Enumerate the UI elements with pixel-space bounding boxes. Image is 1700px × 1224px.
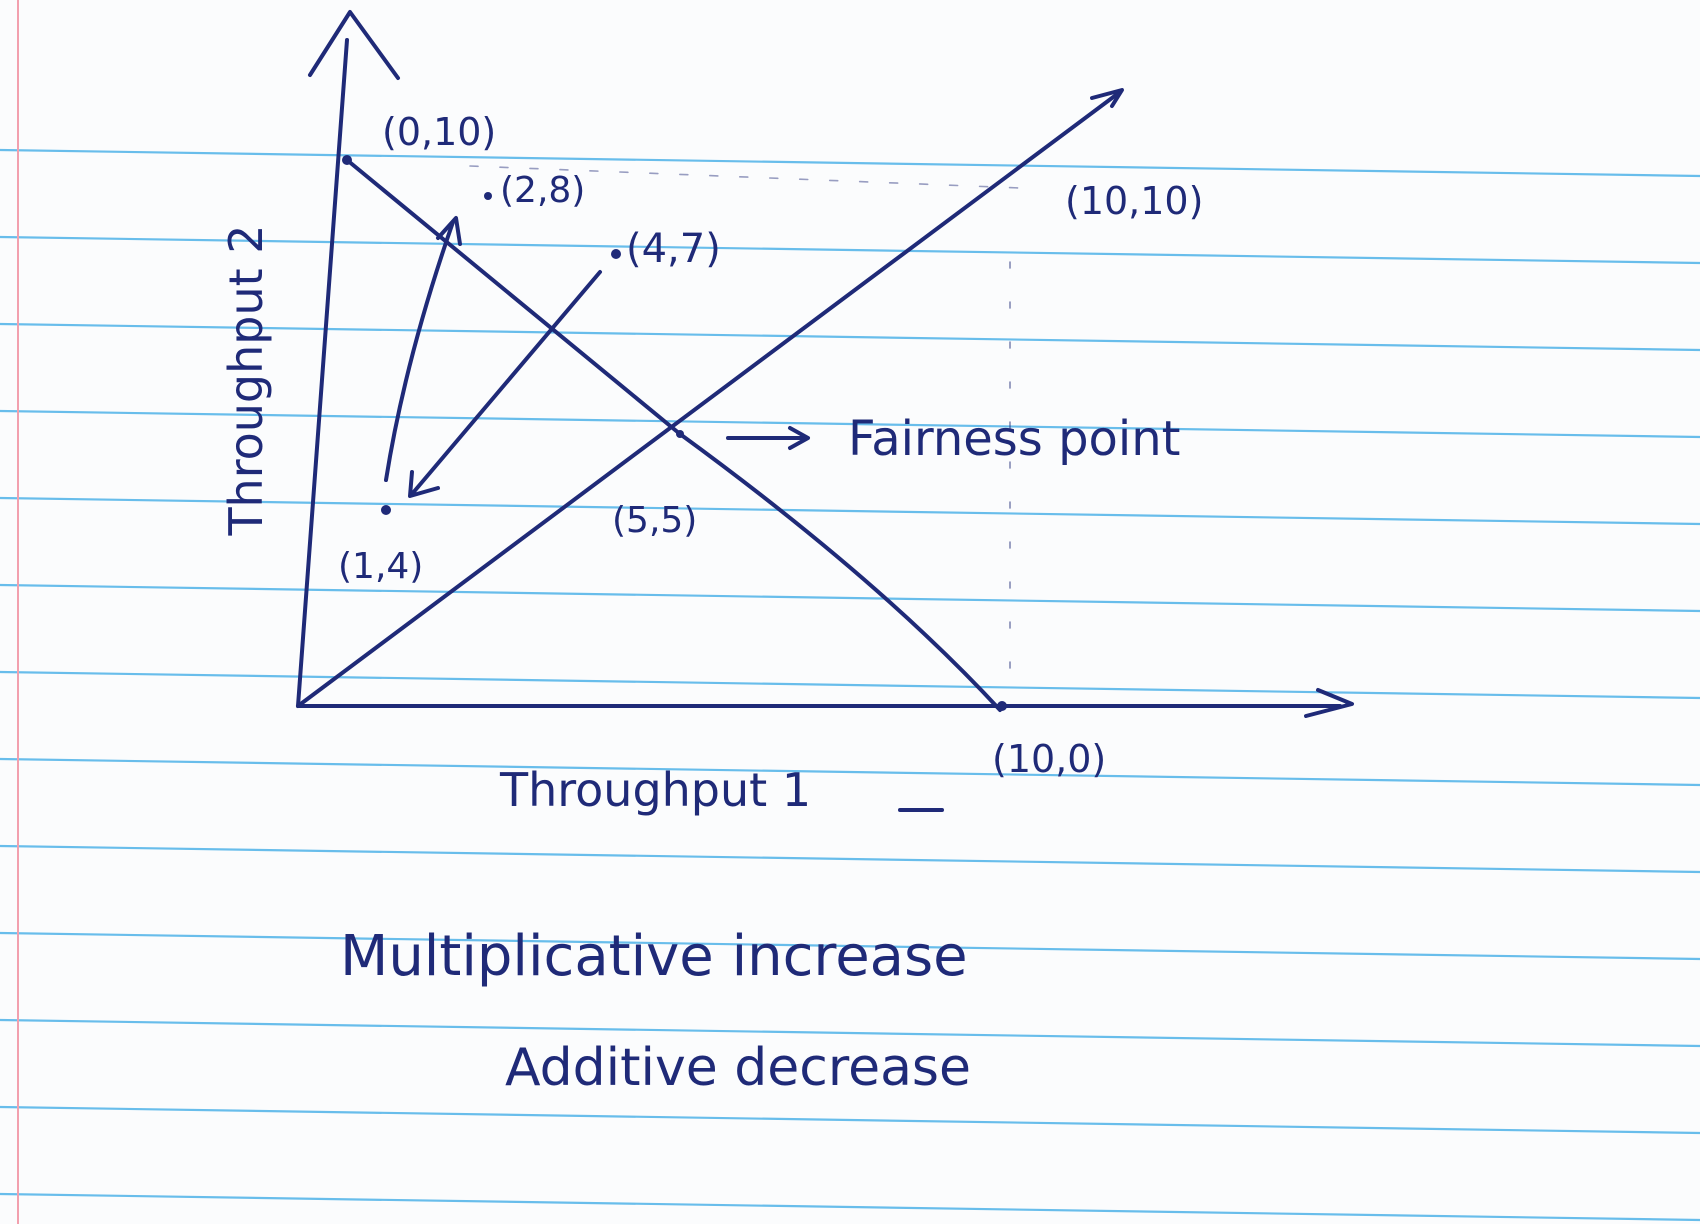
efficiency-line [345, 158, 1002, 712]
label-5-5: (5,5) [612, 500, 697, 541]
ruled-line [0, 496, 1700, 526]
x-axis-arrowhead [1304, 688, 1354, 718]
label-2-8: (2,8) [500, 170, 585, 211]
ruled-line [0, 844, 1700, 874]
label-0-10: (0,10) [382, 110, 496, 154]
dot-0-10 [342, 155, 352, 165]
caption-line-1: Multiplicative increase [340, 924, 968, 989]
points [342, 155, 1007, 711]
ruled-line [0, 931, 1700, 961]
ruled-line [0, 409, 1700, 439]
label-10-0: (10,0) [992, 737, 1106, 781]
increase-arrow [384, 220, 455, 482]
fairness-line-arrowhead [1090, 88, 1124, 108]
fairness-pointer-arrowhead [788, 426, 810, 450]
ruled-line [0, 583, 1700, 613]
ruled-line [0, 235, 1700, 265]
guide-dashed-horizontal [469, 165, 1021, 189]
ruled-line [0, 1018, 1700, 1048]
x-axis-label: Throughput 1 [499, 763, 811, 817]
decrease-arrow [410, 270, 602, 496]
dot-4-7 [611, 249, 621, 259]
fairness-point-label: Fairness point [848, 411, 1180, 467]
label-1-4: (1,4) [338, 546, 423, 587]
ruled-line [0, 757, 1700, 787]
caption-line-2: Additive decrease [505, 1038, 971, 1098]
label-10-10: (10,10) [1065, 179, 1203, 223]
y-axis-label: Throughput 2 [219, 224, 273, 536]
ruled-line [0, 322, 1700, 352]
ruled-line [0, 1105, 1700, 1135]
increase-arrow-head [436, 216, 462, 246]
decrease-arrow-head [408, 470, 440, 498]
ruled-line [0, 1192, 1700, 1222]
y-axis [296, 38, 349, 708]
fairness-line [296, 90, 1122, 708]
dot-5-5 [676, 430, 684, 438]
dot-2-8 [484, 192, 492, 200]
label-4-7: (4,7) [626, 226, 721, 272]
dot-1-4 [381, 505, 391, 515]
ruled-line [0, 148, 1700, 178]
y-axis-arrowhead [308, 10, 400, 80]
diagram [296, 10, 1354, 812]
ruled-lines [0, 148, 1700, 1222]
ruled-line [0, 670, 1700, 700]
dot-10-0 [997, 701, 1007, 711]
